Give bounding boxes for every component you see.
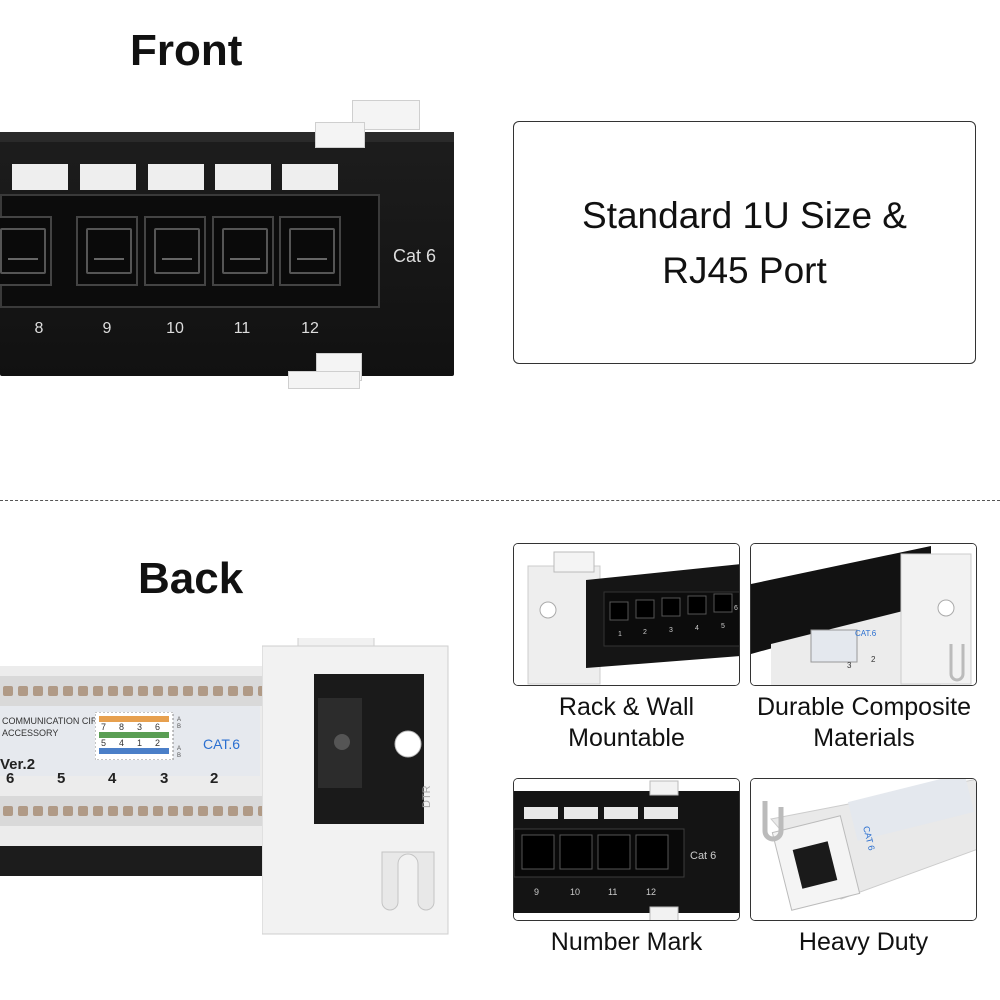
mounting-clip [288, 371, 360, 389]
wiring-pin: 8 [119, 722, 124, 732]
caption-number-mark: Number Mark [550, 928, 703, 956]
port-number: 4 [695, 625, 699, 632]
caption-durable-materials: Durable Composite Materials [757, 693, 971, 752]
rj45-port [0, 216, 52, 286]
wiring-pin: 6 [155, 722, 160, 732]
caption-line: Standard 1U Size & [582, 194, 907, 236]
wiring-pin: 1 [137, 738, 142, 748]
label-text: ACCESSORY [2, 728, 59, 738]
caption-line: RJ45 Port [662, 249, 827, 291]
port-number: 3 [160, 770, 169, 787]
port-number: 3 [847, 661, 852, 670]
port-number: 9 [102, 320, 112, 337]
label-tab [215, 164, 271, 190]
wiring-side: B [177, 753, 181, 759]
port-number: 3 [669, 627, 673, 634]
back-panel-photo: COMMUNICATION CIRCUIT ACCESSORY Ver.2 CA… [0, 618, 450, 936]
wiring-pin: 5 [101, 738, 106, 748]
rj45-port [212, 216, 274, 286]
wall-bracket: DTR [262, 638, 449, 935]
label-tab [80, 164, 136, 190]
port-number: 2 [871, 655, 876, 664]
port-number: 6 [6, 770, 15, 787]
label-tab [282, 164, 338, 190]
caption-rack-wall: Rack & Wall Mountable [558, 693, 695, 752]
port-number: 2 [210, 770, 219, 787]
port-number: 10 [166, 320, 184, 337]
front-panel-body: 8 9 10 11 12 Cat 6 [0, 132, 454, 376]
port-number: 11 [608, 887, 617, 897]
port-number: 10 [570, 887, 580, 897]
port-number: 8 [34, 320, 44, 337]
wiring-diagram: 7 8 3 6 5 4 1 2 A B A B [95, 712, 181, 760]
port-number: 4 [108, 770, 117, 787]
cat6-label: CAT.6 [855, 629, 877, 638]
back-heading: Back [138, 554, 244, 603]
rj45-port [144, 216, 206, 286]
cat6-label: CAT.6 [203, 736, 241, 752]
front-caption-box: Standard 1U Size & RJ45 Port [513, 121, 976, 364]
version-label: Ver.2 [0, 756, 36, 773]
cat6-label: Cat 6 [393, 246, 437, 266]
label-tab [12, 164, 68, 190]
wiring-pin: 3 [137, 722, 142, 732]
front-panel-photo: 8 9 10 11 12 Cat 6 [0, 95, 460, 395]
port-number: 11 [233, 320, 251, 337]
wiring-pin: 2 [155, 738, 160, 748]
thumbnail-number-mark: 9 10 11 12 Cat 6 [513, 778, 740, 921]
punch-down-strip [0, 796, 300, 826]
section-divider [0, 500, 1000, 501]
port-number: 6 [734, 605, 738, 612]
mounting-clip [315, 122, 365, 148]
cat6-label: Cat 6 [690, 850, 716, 862]
wiring-side: A [177, 746, 181, 752]
punch-down-strip [0, 676, 300, 706]
port-number: 5 [57, 770, 66, 787]
bracket-mark: DTR [421, 785, 433, 808]
wiring-pin: 4 [119, 738, 124, 748]
port-number: 12 [646, 887, 656, 897]
wiring-pin: 7 [101, 722, 106, 732]
label-tab [148, 164, 204, 190]
caption-heavy-duty: Heavy Duty [798, 928, 929, 956]
port-number: 5 [721, 623, 725, 630]
front-heading: Front [130, 26, 243, 75]
label-text: COMMUNICATION CIRCUIT [2, 716, 119, 726]
wiring-side: B [177, 724, 181, 730]
rj45-port [279, 216, 341, 286]
thumbnail-durable-materials: CAT.6 3 2 [750, 543, 977, 686]
wiring-side: A [177, 717, 181, 723]
port-number: 9 [534, 887, 539, 897]
thumbnail-heavy-duty: CAT 6 [750, 778, 977, 921]
thumbnail-rack-wall: 1 2 3 4 5 6 [513, 543, 740, 686]
port-number: 12 [301, 320, 319, 337]
rj45-port [76, 216, 138, 286]
port-number: 2 [643, 629, 647, 636]
port-number: 1 [618, 631, 622, 638]
